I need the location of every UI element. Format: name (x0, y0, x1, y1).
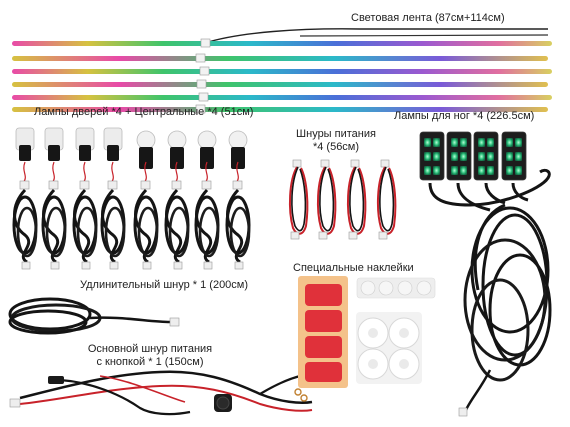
power-cord-unit (316, 159, 337, 240)
extension-cord-label: Удлинительный шнур * 1 (200см) (80, 279, 249, 291)
power-cord-icon (288, 159, 397, 240)
foot-lamps-label: Лампы для ног *4 (226.5см) (394, 110, 535, 122)
power-cords-label-line2: *4 (56см) (312, 141, 360, 153)
door-lamp-unit (133, 130, 159, 270)
foot-lamp-unit (446, 131, 472, 181)
light-strip-label: Световая лента (87см+114см) (351, 12, 505, 24)
door-lamps-label: Лампы дверей *4 + Центральные *4 (51см) (34, 106, 254, 118)
power-cords-label-line1: Шнуры питания (296, 128, 376, 140)
door-lamp-unit (194, 130, 220, 270)
rgb-strip-icon (12, 28, 552, 114)
door-lamp-unit (72, 127, 98, 270)
foot-lamp-unit (501, 131, 527, 181)
door-lamp-unit (164, 130, 190, 270)
door-lamp-unit (41, 127, 67, 270)
special-stickers-label: Специальные наклейки (293, 262, 414, 274)
main-cord-label-line1: Основной шнур питания (87, 343, 213, 355)
door-lamp-unit (225, 130, 251, 270)
power-cords-label: Шнуры питания *4 (56см) (284, 128, 388, 154)
foot-lamp-unit (419, 131, 445, 181)
foot-lamp-icon (419, 131, 552, 417)
main-cord-label: Основной шнур питания с кнопкой * 1 (150… (60, 343, 240, 369)
sticker-sheet-icon (298, 276, 436, 388)
power-cord-unit (346, 159, 367, 240)
door-lamp-unit (12, 127, 38, 270)
power-cord-unit (376, 159, 397, 240)
main-cord-button-icon (9, 370, 323, 416)
power-cord-unit (288, 159, 309, 240)
door-lamp-icon (12, 127, 251, 270)
main-cord-label-line2: с кнопкой * 1 (150см) (96, 356, 204, 368)
door-lamp-unit (100, 127, 126, 270)
extension-cable-icon (8, 297, 180, 335)
foot-lamp-unit (473, 131, 499, 181)
